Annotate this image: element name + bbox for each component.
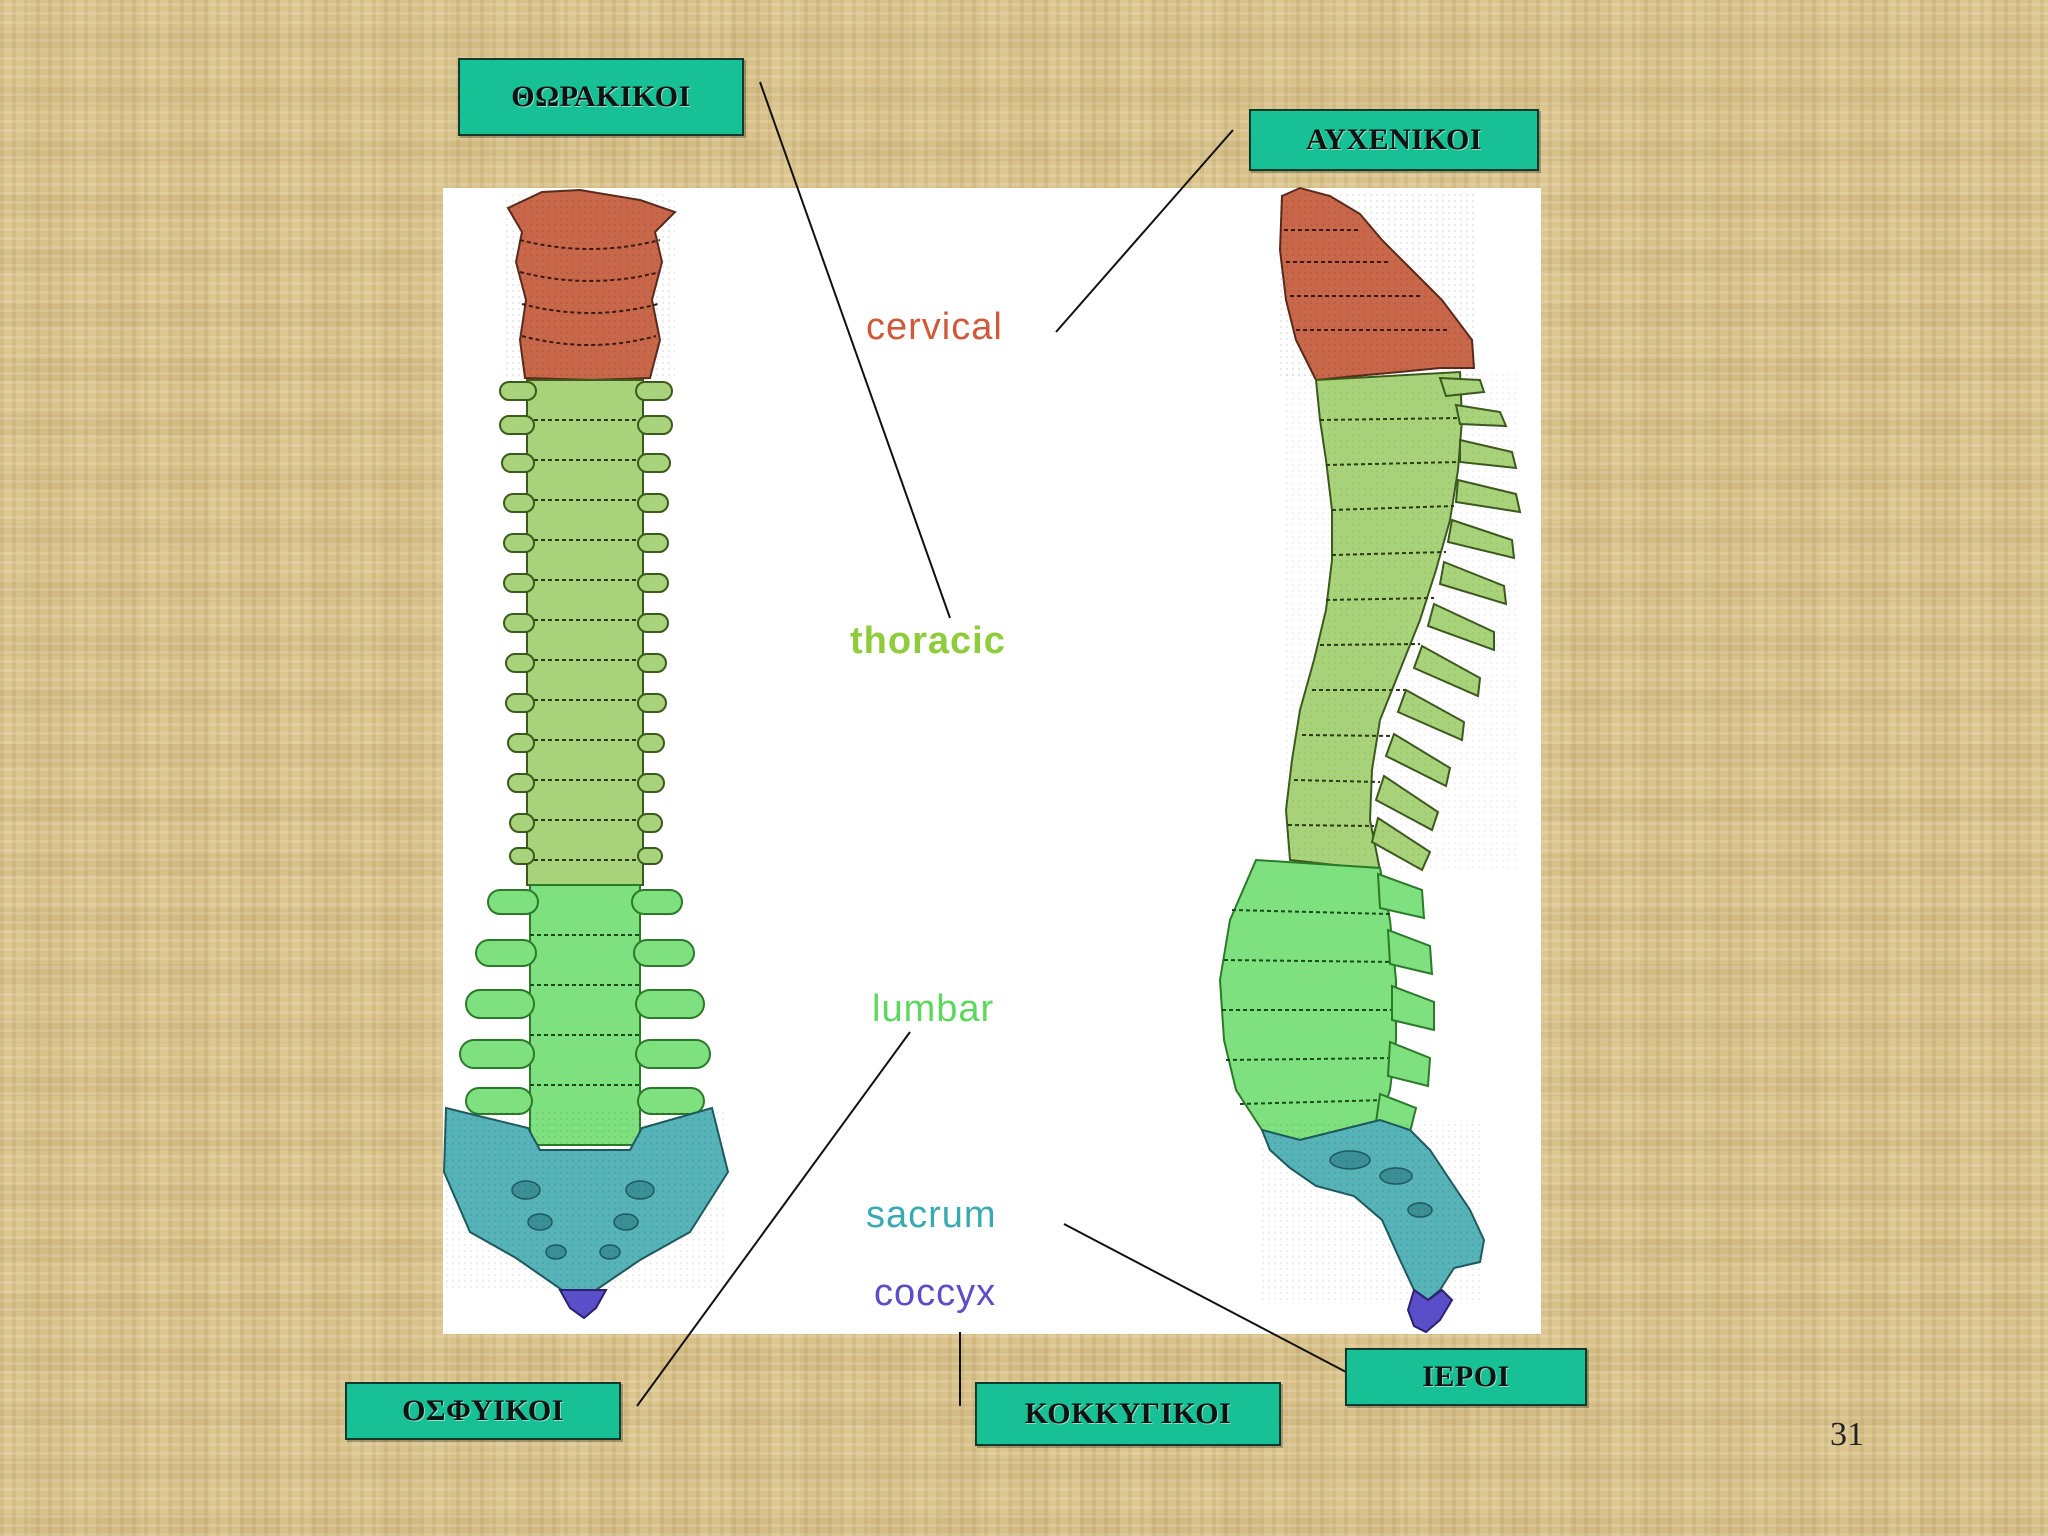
side-coccyx-region <box>1406 1288 1454 1334</box>
thoracic-greek-label: ΘΩΡΑΚΙΚΟΙ <box>458 58 744 136</box>
leader-cervical <box>1055 129 1234 333</box>
sacrum-label: sacrum <box>866 1194 997 1236</box>
cervical-label: cervical <box>866 306 1003 348</box>
page-number: 31 <box>1830 1416 1864 1453</box>
leader-lines <box>636 81 1347 1407</box>
sacral-greek-label: ΙΕΡΟΙ <box>1345 1348 1587 1406</box>
front-spine <box>442 188 730 1320</box>
leader-thoracic <box>759 81 951 619</box>
lumbar-greek-label: ΟΣΦΥΙΚΟΙ <box>345 1382 621 1440</box>
cervical-greek-label: ΑΥΧΕΝΙΚΟΙ <box>1249 109 1539 171</box>
front-thoracic-region <box>526 379 644 886</box>
front-lumbar-region <box>529 884 641 1146</box>
thoracic-label: thoracic <box>850 620 1006 662</box>
coccyx-label: coccyx <box>874 1272 997 1314</box>
coccygeal-greek-label: ΚΟΚΚΥΓΙΚΟΙ <box>975 1382 1281 1446</box>
side-lumbar-region <box>1218 858 1397 1142</box>
side-spine <box>1218 186 1522 1334</box>
lumbar-label: lumbar <box>872 988 995 1030</box>
leader-sacrum <box>1063 1223 1347 1373</box>
front-coccyx-region <box>558 1289 608 1320</box>
leader-lumbar <box>636 1031 911 1407</box>
